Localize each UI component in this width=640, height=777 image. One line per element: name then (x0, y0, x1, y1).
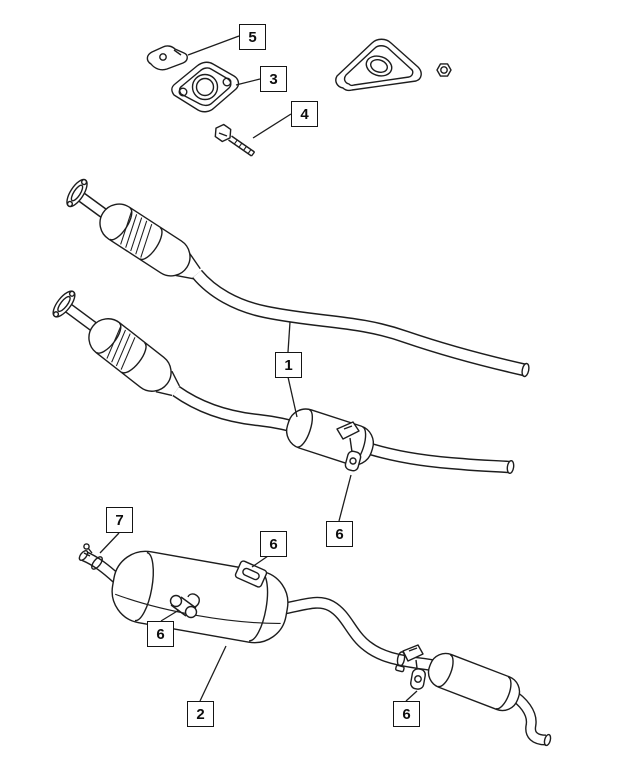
callout-3[interactable]: 3 (260, 66, 287, 92)
leader-lines (99, 35, 418, 702)
muffler-tailpipe-assembly (78, 543, 552, 747)
flange-bolt (214, 123, 256, 157)
callout-7[interactable]: 7 (106, 507, 133, 533)
hanger-isolator-tail (402, 644, 426, 690)
callout-1[interactable]: 1 (275, 352, 302, 378)
callout-6-tail[interactable]: 6 (393, 701, 420, 727)
rear-pipe-flange (52, 290, 76, 318)
callout-6-center[interactable]: 6 (326, 521, 353, 547)
callout-6-wire[interactable]: 6 (147, 621, 174, 647)
front-pipe-flange (66, 178, 88, 208)
gasket-diamond (171, 61, 240, 113)
gasket-triangular (335, 38, 422, 92)
callout-5[interactable]: 5 (239, 24, 266, 50)
rear-catalytic-converter (88, 318, 181, 397)
exhaust-clamp-tailpipe (395, 651, 406, 673)
callout-6-bracket[interactable]: 6 (260, 531, 287, 557)
callout-4[interactable]: 4 (291, 101, 318, 127)
front-catalytic-converter (99, 203, 201, 280)
muffler-body (111, 550, 289, 644)
exhaust-clamp-inlet (83, 543, 103, 570)
rear-catalytic-pipe-assembly (52, 290, 515, 475)
flange-nut (436, 63, 452, 77)
tail-resonator (427, 652, 521, 712)
exhaust-hanger-clamp (146, 45, 188, 71)
front-catalytic-pipe-assembly (66, 178, 530, 378)
hanger-wire-muffler (169, 593, 200, 619)
callout-2[interactable]: 2 (187, 701, 214, 727)
hanger-isolator-center (336, 421, 362, 472)
